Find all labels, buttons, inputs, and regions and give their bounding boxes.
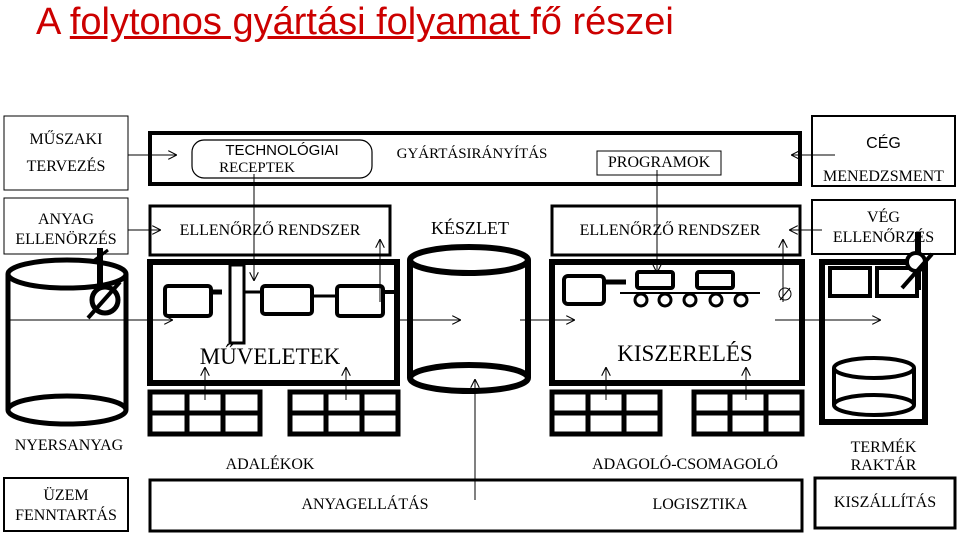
product-store-label-2: RAKTÁR bbox=[850, 457, 917, 474]
stock-label: KÉSZLET bbox=[431, 218, 509, 238]
additive-grid-2 bbox=[287, 389, 401, 437]
operations-box bbox=[147, 259, 400, 386]
logistics-label: LOGISZTIKA bbox=[652, 496, 748, 513]
recipes-label-1: TECHNOLÓGIAI bbox=[225, 142, 339, 159]
design-label-2: TERVEZÉS bbox=[26, 158, 106, 175]
product-store-label-1: TERMÉK bbox=[850, 439, 917, 456]
control-right-label: ELLENŐRZŐ RENDSZER bbox=[579, 222, 761, 239]
management-box bbox=[811, 115, 956, 187]
supply-logistics-bar bbox=[148, 478, 804, 533]
packaging-label: KISZERELÉS bbox=[617, 341, 753, 366]
shipping-label: KISZÁLLÍTÁS bbox=[833, 494, 937, 511]
operations-label: MŰVELETEK bbox=[199, 344, 341, 369]
column-unit bbox=[228, 263, 246, 345]
additives-label: ADALÉKOK bbox=[225, 456, 315, 473]
maintenance-label-1: ÜZEM bbox=[43, 487, 89, 504]
reactor-2 bbox=[260, 284, 314, 316]
inspection-label-1: ANYAG bbox=[38, 211, 94, 228]
feeder-grid-2 bbox=[691, 389, 805, 437]
raw-material-tank bbox=[5, 257, 129, 427]
reactor-1 bbox=[163, 284, 213, 318]
final-check-label-2: ELLENŐRZÉS bbox=[832, 229, 935, 246]
final-check-box bbox=[811, 199, 956, 255]
filler-2 bbox=[695, 270, 735, 290]
programs-label: PROGRAMOK bbox=[607, 154, 711, 171]
page-title: A folytonos gyártási folyamat fő részei bbox=[36, 0, 674, 44]
pallet-2 bbox=[875, 266, 919, 298]
recipes-pill bbox=[191, 139, 373, 179]
programs-box bbox=[596, 150, 722, 176]
package-drum bbox=[562, 274, 606, 306]
design-box bbox=[3, 115, 129, 191]
maintenance-box bbox=[3, 477, 129, 532]
sensor-icon bbox=[778, 287, 792, 301]
pallet-1 bbox=[828, 266, 872, 298]
supply-label: ANYAGELLÁTÁS bbox=[301, 496, 429, 513]
control-left-label: ELLENŐRZŐ RENDSZER bbox=[179, 222, 361, 239]
maintenance-label-2: FENNTARTÁS bbox=[15, 507, 117, 524]
raw-material-label: NYERSANYAG bbox=[14, 437, 124, 454]
inspection-box bbox=[3, 197, 129, 255]
feeder-packer-label: ADAGOLÓ-CSOMAGOLÓ bbox=[592, 456, 778, 473]
inspection-label-2: ELLENÖRZÉS bbox=[15, 231, 117, 248]
title-suffix: fő részei bbox=[530, 1, 674, 43]
product-store-tank bbox=[832, 356, 916, 417]
management-label-2: MENEDZSMENT bbox=[823, 168, 944, 185]
stock-tank bbox=[407, 244, 531, 394]
flow-arrows bbox=[8, 155, 880, 500]
conveyor-rollers bbox=[633, 292, 749, 308]
final-check-label-1: VÉG bbox=[867, 209, 900, 226]
filler-1 bbox=[635, 270, 675, 290]
recipes-label-2: RECEPTEK bbox=[219, 160, 295, 176]
title-prefix: A bbox=[36, 1, 70, 43]
design-label-1: MŰSZAKI bbox=[29, 131, 103, 148]
title-underlined: folytonos gyártási folyamat bbox=[69, 1, 531, 43]
production-control-label: GYÁRTÁSIRÁNYÍTÁS bbox=[396, 146, 548, 162]
product-store-box bbox=[819, 259, 928, 425]
packaging-box bbox=[549, 259, 805, 386]
management-label-1: CÉG bbox=[866, 135, 901, 152]
reactor-3 bbox=[335, 284, 385, 318]
shipping-box bbox=[813, 476, 957, 530]
